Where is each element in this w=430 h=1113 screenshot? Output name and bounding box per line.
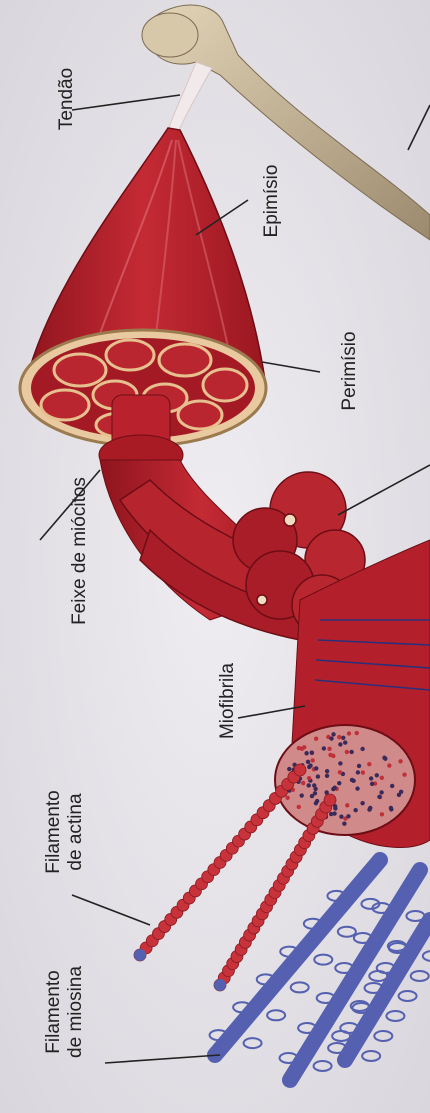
label-epimysium: Epimísio: [261, 151, 283, 251]
myofibril-dot: [301, 781, 305, 785]
myofibril-dot: [338, 761, 342, 765]
myofibril-dot: [370, 782, 374, 786]
myofibril-dot: [346, 814, 350, 818]
myofibril-dot: [339, 815, 343, 819]
myofibril-dot: [307, 765, 311, 769]
myofibril-dot: [379, 790, 383, 794]
myofibril-dot: [338, 770, 342, 774]
myofibril-dot: [333, 806, 337, 810]
myofibril-dot: [325, 774, 329, 778]
myofibril-dot: [338, 742, 342, 746]
myofibril-dot: [315, 799, 319, 803]
myofibril-dot: [329, 812, 333, 816]
myofibril-dot: [314, 737, 318, 741]
myofibril-dot: [389, 807, 393, 811]
myofibril-dot: [287, 767, 291, 771]
myofibril-dot: [316, 774, 320, 778]
myofibril-dot: [331, 732, 335, 736]
myofibril-dot: [402, 773, 406, 777]
myofibril-dot: [345, 750, 349, 754]
myofibril-dot: [375, 773, 379, 777]
myofibril-dot: [360, 801, 364, 805]
label-tendon: Tendão: [56, 54, 78, 144]
myofibril-dot: [349, 750, 353, 754]
myofibril-dot: [382, 756, 386, 760]
myofibril-dot: [355, 786, 359, 790]
myofibril-dot: [329, 736, 333, 740]
myofibril-dot: [353, 808, 357, 812]
myofibril-dot: [300, 747, 304, 751]
myofibril-dot: [307, 783, 311, 787]
myofibril-dot: [337, 735, 341, 739]
actin-cap: [214, 979, 226, 991]
label-actin-filament: Filamento de actina: [43, 777, 87, 887]
myofibril-dot: [307, 776, 311, 780]
myofibril-dot: [311, 758, 315, 762]
myofibril-dot: [310, 794, 314, 798]
label-myofibril: Miofibrila: [217, 646, 239, 756]
myofibril-dot: [325, 769, 329, 773]
myofibril-dot: [398, 759, 402, 763]
myofibril-dot: [304, 751, 308, 755]
myofibril-dot: [331, 754, 335, 758]
myofibril-dot: [337, 781, 341, 785]
myofibril-dot: [333, 786, 337, 790]
myofibril-dot: [390, 784, 394, 788]
actin-bead: [324, 794, 336, 806]
myofibril-dot: [369, 776, 373, 780]
myofibril-dot: [360, 747, 364, 751]
myofibril-dot: [314, 766, 318, 770]
myofibril-dot: [327, 747, 331, 751]
myofibril-dot: [342, 821, 346, 825]
myofibril-dot: [312, 783, 316, 787]
myofibril-dot: [380, 812, 384, 816]
myofibril-dot: [345, 803, 349, 807]
actin-cap: [134, 949, 146, 961]
myofibril-dot: [355, 731, 359, 735]
myofibril-dot: [300, 793, 304, 797]
myofibril-dot: [368, 806, 372, 810]
myofibril-dot: [285, 796, 289, 800]
myofibril-dot: [297, 805, 301, 809]
myofibril-dot: [341, 736, 345, 740]
label-perimysium: Perimísio: [339, 316, 361, 426]
myofibril-dot: [343, 740, 347, 744]
myofibril-dot: [357, 764, 361, 768]
myofibril-dot: [310, 751, 314, 755]
myofibril-dot: [367, 762, 371, 766]
myofibril-dot: [380, 776, 384, 780]
label-myosin-filament: Filamento de miosina: [43, 952, 87, 1072]
myofibril-dot: [306, 760, 310, 764]
myofibril-dot: [322, 746, 326, 750]
myofibril-dot: [397, 793, 401, 797]
myofibril-dot: [387, 763, 391, 767]
myofibril-dot: [356, 770, 360, 774]
myofibril-dot: [351, 779, 355, 783]
myofibril-dot: [361, 770, 365, 774]
actin-bead: [294, 764, 306, 776]
myofibril-dot: [347, 731, 351, 735]
label-myocyte-bundle: Feixe de miócitos: [69, 461, 91, 641]
myofibril-dot: [377, 795, 381, 799]
